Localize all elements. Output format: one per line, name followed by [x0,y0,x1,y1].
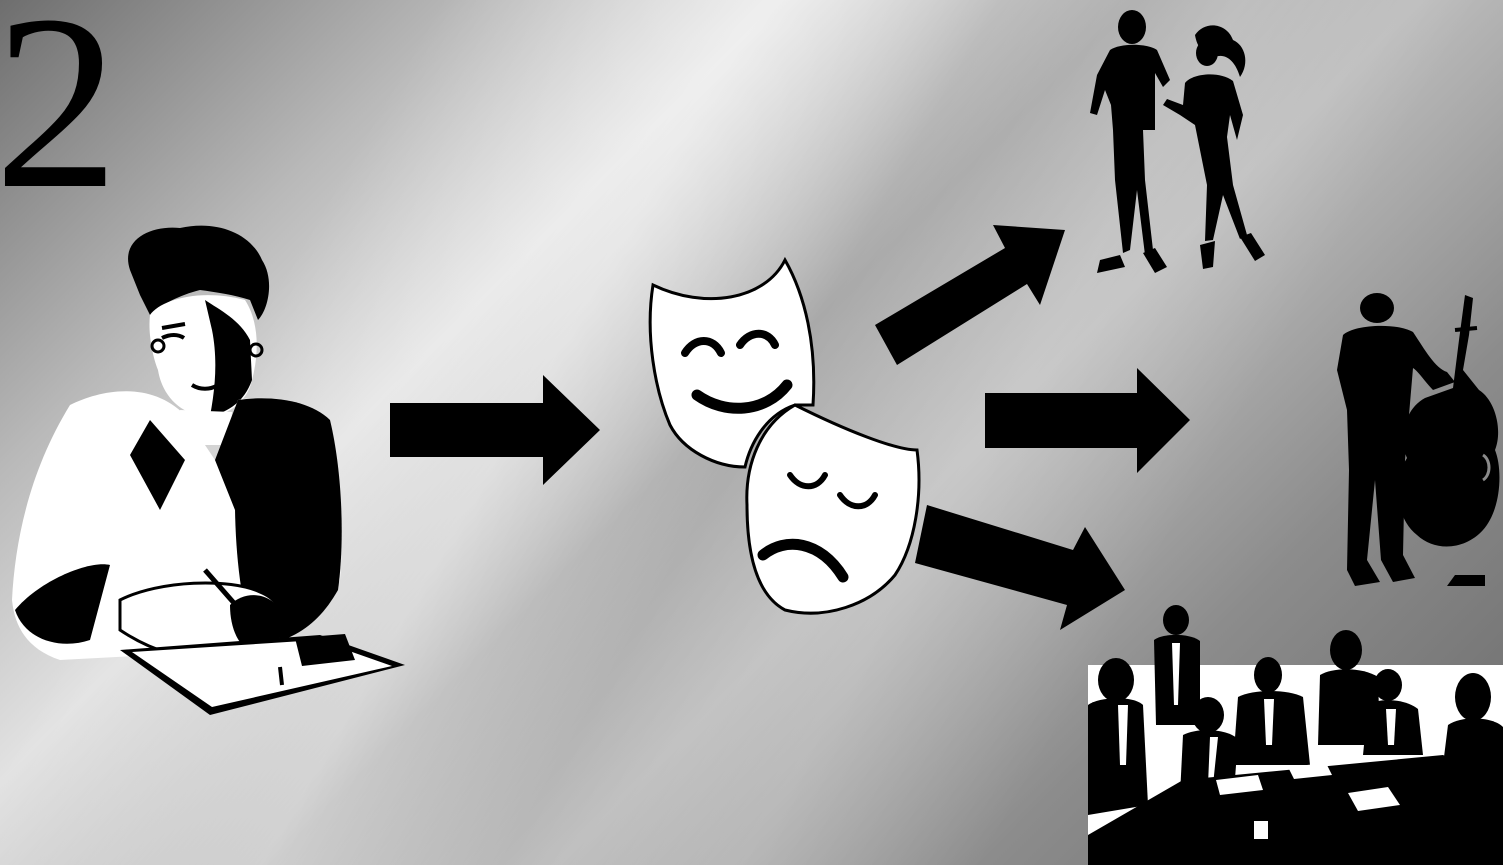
slide-number: 2 [0,0,119,228]
dancing-couple-icon [1075,5,1270,275]
business-meeting-icon [1088,605,1503,865]
arrow-icon [390,375,600,485]
bass-player-icon [1335,290,1503,595]
arrow-icon [875,220,1065,370]
arrow-icon [985,368,1190,473]
woman-writing-clipboard-icon [0,220,410,720]
